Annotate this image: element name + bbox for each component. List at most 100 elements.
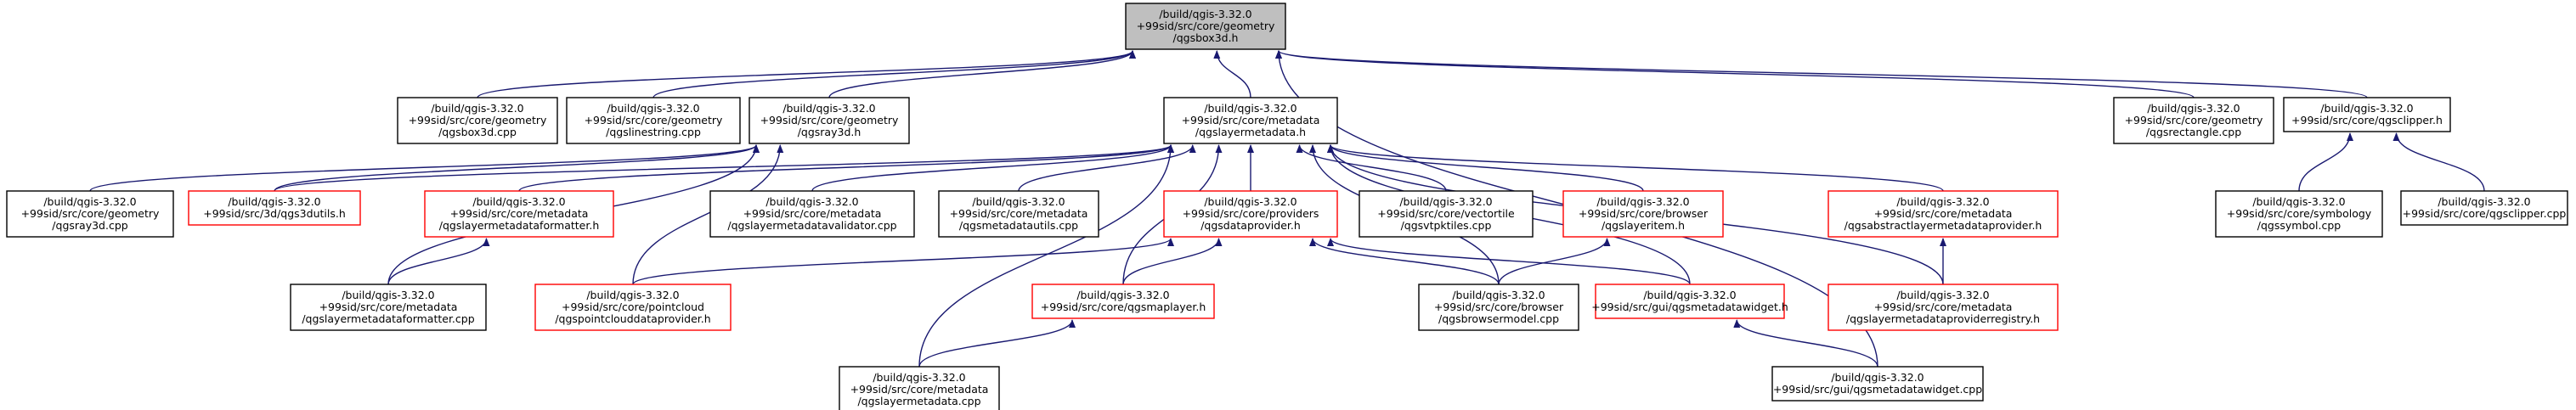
edge-metadatawidget_h-to-dataprovider_h: [1327, 238, 1691, 285]
node-formatter_h[interactable]: /build/qgis-3.32.0+99sid/src/core/metada…: [424, 190, 614, 238]
node-ray3d_h[interactable]: /build/qgis-3.32.0+99sid/src/core/geomet…: [749, 97, 910, 144]
node-label-dataprovider_h-line-2: /qgsdataprovider.h: [1200, 219, 1301, 232]
node-metadatawidget_h[interactable]: /build/qgis-3.32.0+99sid/src/gui/qgsmeta…: [1591, 284, 1788, 319]
node-label-layermetadata_h-line-2: /qgslayermetadata.h: [1195, 126, 1306, 138]
node-registry_h[interactable]: /build/qgis-3.32.0+99sid/src/core/metada…: [1827, 284, 2059, 331]
node-label-rectangle_cpp-line-0: /build/qgis-3.32.0: [2147, 102, 2240, 115]
edge-layermetadata_cpp-to-maplayer_h: [918, 319, 1076, 368]
node-box-ray3d_cpp: [6, 190, 174, 238]
node-label-linestring_cpp-line-2: /qgslinestring.cpp: [606, 126, 701, 138]
node-box-ray3d_h: [749, 97, 910, 144]
node-box-layermetadata_cpp: [839, 366, 1000, 410]
node-metadatawidget_cpp[interactable]: /build/qgis-3.32.0+99sid/src/gui/qgsmeta…: [1771, 366, 1984, 402]
node-metadatautils_cpp[interactable]: /build/qgis-3.32.0+99sid/src/core/metada…: [938, 190, 1099, 238]
node-label-ray3d_h-line-2: /qgsray3d.h: [798, 126, 861, 138]
node-browsermodel_cpp[interactable]: /build/qgis-3.32.0+99sid/src/core/browse…: [1418, 284, 1579, 331]
node-layeritem_h[interactable]: /build/qgis-3.32.0+99sid/src/core/browse…: [1562, 190, 1724, 238]
node-label-ray3d_cpp-line-1: +99sid/src/core/geometry: [21, 207, 160, 220]
node-label-metadatautils_cpp-line-1: +99sid/src/core/metadata: [950, 207, 1088, 220]
node-label-metadatawidget_h-line-1: +99sid/src/gui/qgsmetadatawidget.h: [1591, 300, 1788, 313]
node-label-layeritem_h-line-0: /build/qgis-3.32.0: [1596, 195, 1689, 208]
node-label-formatter_h-line-0: /build/qgis-3.32.0: [472, 195, 565, 208]
node-label-metadatautils_cpp-line-0: /build/qgis-3.32.0: [972, 195, 1065, 208]
node-clipper_h[interactable]: /build/qgis-3.32.0+99sid/src/core/qgscli…: [2283, 97, 2451, 132]
edge-clipper_h-to-root: [1275, 50, 2368, 98]
edge-linestring_cpp-to-root: [652, 50, 1136, 98]
node-box-metadatawidget_h: [1595, 284, 1785, 319]
nodes-layer: /build/qgis-3.32.0+99sid/src/core/geomet…: [6, 3, 2568, 410]
node-maplayer_h[interactable]: /build/qgis-3.32.0+99sid/src/core/qgsmap…: [1031, 284, 1215, 319]
node-root[interactable]: /build/qgis-3.32.0+99sid/src/core/geomet…: [1125, 3, 1286, 50]
node-label-qgs3dutils_h-line-1: +99sid/src/3d/qgs3dutils.h: [203, 207, 346, 220]
node-layermetadata_h[interactable]: /build/qgis-3.32.0+99sid/src/core/metada…: [1163, 97, 1338, 144]
node-label-rectangle_cpp-line-2: /qgsrectangle.cpp: [2146, 126, 2241, 138]
node-box-root: [1125, 3, 1286, 50]
node-validator_cpp[interactable]: /build/qgis-3.32.0+99sid/src/core/metada…: [709, 190, 915, 238]
node-box-symbol_cpp: [2215, 190, 2383, 238]
edge-layeritem_h-to-layermetadata_h: [1327, 144, 1644, 192]
edge-rectangle_cpp-to-root: [1275, 50, 2195, 98]
edge-clipper_cpp-to-clipper_h: [2392, 132, 2485, 192]
node-label-formatter_cpp-line-0: /build/qgis-3.32.0: [342, 289, 434, 301]
node-linestring_cpp[interactable]: /build/qgis-3.32.0+99sid/src/core/geomet…: [566, 97, 741, 144]
node-label-formatter_cpp-line-2: /qgslayermetadataformatter.cpp: [302, 312, 474, 325]
node-label-pointcloud_h-line-1: +99sid/src/core/pointcloud: [562, 300, 704, 313]
edge-metadatautils_cpp-to-layermetadata_h: [1018, 144, 1196, 192]
node-label-validator_cpp-line-1: +99sid/src/core/metadata: [743, 207, 882, 220]
node-label-box3d_cpp-line-2: /qgsbox3d.cpp: [438, 126, 517, 138]
node-label-validator_cpp-line-2: /qgslayermetadatavalidator.cpp: [727, 219, 896, 232]
node-box-registry_h: [1827, 284, 2059, 331]
node-clipper_cpp[interactable]: /build/qgis-3.32.0+99sid/src/core/qgscli…: [2400, 190, 2568, 226]
node-box-linestring_cpp: [566, 97, 741, 144]
node-label-abstractprovider_h-line-1: +99sid/src/core/metadata: [1874, 207, 2013, 220]
node-label-browsermodel_cpp-line-1: +99sid/src/core/browser: [1434, 300, 1564, 313]
node-formatter_cpp[interactable]: /build/qgis-3.32.0+99sid/src/core/metada…: [290, 284, 487, 331]
node-label-layermetadata_cpp-line-1: +99sid/src/core/metadata: [850, 383, 989, 396]
node-dataprovider_h[interactable]: /build/qgis-3.32.0+99sid/src/core/provid…: [1163, 190, 1338, 238]
edge-formatter_h-to-layermetadata_h: [518, 144, 1174, 192]
node-label-abstractprovider_h-line-0: /build/qgis-3.32.0: [1896, 195, 1989, 208]
node-label-root-line-2: /qgsbox3d.h: [1173, 31, 1239, 44]
node-label-vtpktiles_cpp-line-0: /build/qgis-3.32.0: [1399, 195, 1492, 208]
node-label-formatter_h-line-2: /qgslayermetadataformatter.h: [439, 219, 600, 232]
edge-box3d_cpp-to-root: [477, 50, 1136, 98]
node-label-qgs3dutils_h-line-0: /build/qgis-3.32.0: [228, 195, 320, 208]
node-box-formatter_h: [424, 190, 614, 238]
node-label-pointcloud_h-line-2: /qgspointclouddataprovider.h: [555, 312, 710, 325]
node-pointcloud_h[interactable]: /build/qgis-3.32.0+99sid/src/core/pointc…: [534, 284, 732, 331]
node-vtpktiles_cpp[interactable]: /build/qgis-3.32.0+99sid/src/core/vector…: [1359, 190, 1534, 238]
node-box-metadatautils_cpp: [938, 190, 1099, 238]
node-box-browsermodel_cpp: [1418, 284, 1579, 331]
edge-ray3d_h-to-root: [828, 50, 1136, 98]
node-label-symbol_cpp-line-1: +99sid/src/core/symbology: [2227, 207, 2372, 220]
node-layermetadata_cpp[interactable]: /build/qgis-3.32.0+99sid/src/core/metada…: [839, 366, 1000, 410]
edge-validator_cpp-to-layermetadata_h: [811, 144, 1174, 192]
node-ray3d_cpp[interactable]: /build/qgis-3.32.0+99sid/src/core/geomet…: [6, 190, 174, 238]
node-label-vtpktiles_cpp-line-1: +99sid/src/core/vectortile: [1377, 207, 1515, 220]
node-label-symbol_cpp-line-0: /build/qgis-3.32.0: [2252, 195, 2345, 208]
node-box-layeritem_h: [1562, 190, 1724, 238]
node-abstractprovider_h[interactable]: /build/qgis-3.32.0+99sid/src/core/metada…: [1827, 190, 2059, 238]
node-symbol_cpp[interactable]: /build/qgis-3.32.0+99sid/src/core/symbol…: [2215, 190, 2383, 238]
node-label-root-line-0: /build/qgis-3.32.0: [1159, 8, 1251, 20]
node-label-pointcloud_h-line-0: /build/qgis-3.32.0: [586, 289, 679, 301]
edge-ray3d_cpp-to-ray3d_h: [89, 144, 760, 192]
node-qgs3dutils_h[interactable]: /build/qgis-3.32.0+99sid/src/3d/qgs3duti…: [188, 190, 361, 226]
node-box-qgs3dutils_h: [188, 190, 361, 226]
node-label-rectangle_cpp-line-1: +99sid/src/core/geometry: [2125, 114, 2263, 126]
edge-pointcloud_h-to-dataprovider_h: [632, 238, 1174, 285]
edge-qgs3dutils_h-to-layermetadata_h: [274, 144, 1174, 192]
edge-symbol_cpp-to-clipper_h: [2298, 132, 2353, 192]
node-label-clipper_cpp-line-1: +99sid/src/core/qgsclipper.cpp: [2403, 207, 2567, 220]
edges-layer: [89, 50, 2485, 368]
node-label-ray3d_cpp-line-2: /qgsray3d.cpp: [52, 219, 127, 232]
node-box-pointcloud_h: [534, 284, 732, 331]
node-label-box3d_cpp-line-0: /build/qgis-3.32.0: [431, 102, 523, 115]
node-rectangle_cpp[interactable]: /build/qgis-3.32.0+99sid/src/core/geomet…: [2113, 97, 2274, 144]
node-label-root-line-1: +99sid/src/core/geometry: [1137, 20, 1275, 32]
node-box-layermetadata_h: [1163, 97, 1338, 144]
node-box3d_cpp[interactable]: /build/qgis-3.32.0+99sid/src/core/geomet…: [397, 97, 558, 144]
edge-vtpktiles_cpp-to-layermetadata_h: [1296, 144, 1447, 192]
node-box-validator_cpp: [709, 190, 915, 238]
